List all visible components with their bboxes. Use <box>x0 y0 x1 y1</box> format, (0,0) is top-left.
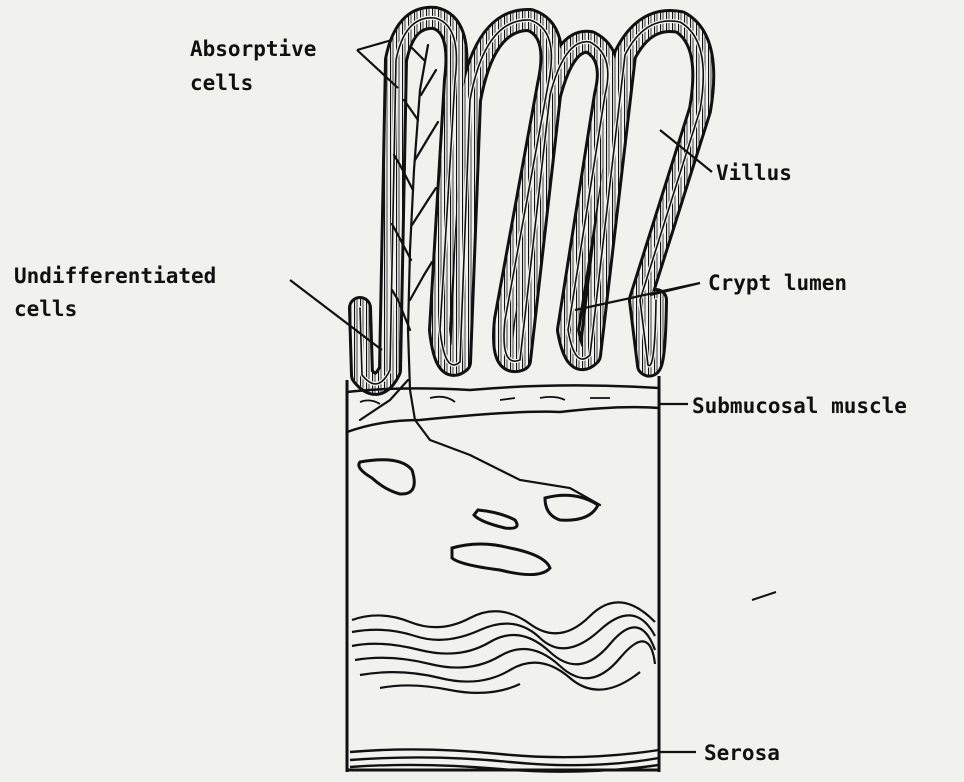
label-undifferentiated-cells-line1: Undifferentiated <box>14 264 216 288</box>
label-submucosal-muscle: Submucosal muscle <box>692 394 907 418</box>
label-absorptive-cells-line1: Absorptive <box>190 37 316 61</box>
label-villus: Villus <box>716 161 792 185</box>
label-absorptive-cells-line2: cells <box>190 71 253 95</box>
serosa-layer <box>350 749 659 771</box>
label-serosa: Serosa <box>704 741 780 765</box>
connective-tissue <box>359 460 598 575</box>
tissue-block <box>347 376 659 772</box>
submucosal-muscle-band <box>347 385 659 432</box>
muscularis-layer <box>352 602 655 693</box>
label-undifferentiated-cells-line2: cells <box>14 297 77 321</box>
label-crypt-lumen: Crypt lumen <box>708 271 847 295</box>
stray-marks <box>752 592 776 600</box>
